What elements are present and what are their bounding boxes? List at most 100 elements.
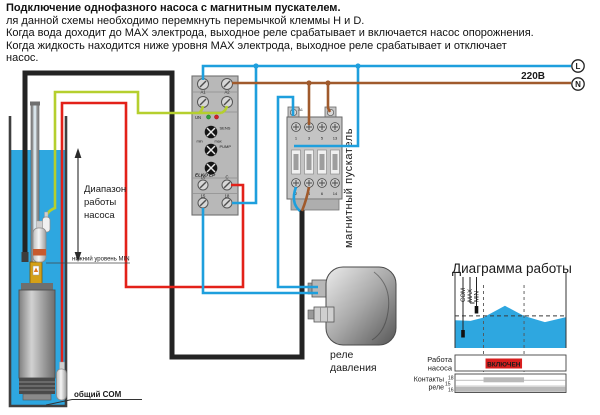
header-text-block: Подключение однофазного насоса с магнитн… xyxy=(6,2,598,65)
work-diagram: Диаграмма работы COM MAX MIN ВКЛЮЧЕН Раб… xyxy=(414,261,572,393)
contactor-name-vertical: магнитный пускатель xyxy=(343,128,355,248)
header-line-3: Когда жидкость находится ниже уровня MAX… xyxy=(6,39,507,52)
svg-text:13: 13 xyxy=(333,136,338,141)
svg-text:1: 1 xyxy=(295,136,298,141)
contactor-foot xyxy=(290,198,340,211)
contactor-bottom-terminal-labels: 2 4 6 14 xyxy=(295,191,338,196)
contact-16-closed-bar xyxy=(455,386,566,392)
electrodes xyxy=(32,211,67,401)
relay-terminal-c-label: C xyxy=(225,175,228,180)
electrode-min-band xyxy=(33,249,46,256)
relay-max-label: max xyxy=(215,140,222,144)
line-terminal-label: L xyxy=(576,62,581,71)
wire-brown-contactor-out xyxy=(300,186,311,212)
wire-com-red xyxy=(60,101,245,367)
diagram-com-label: COM xyxy=(461,288,467,302)
neutral-terminal-label: N xyxy=(575,80,581,89)
wire-brown-to-coil xyxy=(326,83,332,113)
header-line-2: Когда вода доходит до MAX электрода, вых… xyxy=(6,27,534,40)
level-relay: A1 A2 UN SENS min max PUMP ELKO EP xyxy=(191,75,239,216)
line-terminal-circle xyxy=(571,59,585,73)
svg-text:6: 6 xyxy=(321,191,324,196)
relay-green-led xyxy=(206,114,211,120)
pump-top-cap xyxy=(21,283,53,290)
relay-red-led xyxy=(214,114,219,120)
electrode-min xyxy=(32,227,47,263)
com-label-line xyxy=(45,399,142,406)
wire-green-branch-h xyxy=(198,105,205,115)
contact-tick-18: 18 xyxy=(448,376,454,382)
svg-text:14: 14 xyxy=(333,191,338,196)
header-line-4: насос. xyxy=(6,52,39,65)
well-tank-walls xyxy=(8,116,68,408)
relay-led-label: UN xyxy=(195,115,201,120)
pressure-switch-label-2: давления xyxy=(330,362,377,374)
neutral-terminal-circle xyxy=(571,77,585,91)
pump-body xyxy=(18,289,56,379)
relay-sens-label: SENS xyxy=(220,126,231,131)
contact-18-closed-bar xyxy=(483,377,525,383)
wire-green-branch-d xyxy=(220,105,229,115)
electrode-com xyxy=(56,368,67,401)
relay-terminal-18-label: 18 xyxy=(225,193,230,198)
header-line-1: ля данной схемы необходимо перемкнуть пе… xyxy=(6,14,365,27)
pressure-switch-label-1: реле xyxy=(330,349,353,361)
svg-text:5: 5 xyxy=(321,136,324,141)
range-label-2: работы xyxy=(84,197,116,208)
min-level-label: нижний уровень MIN xyxy=(72,256,130,263)
contactor-top-screw-slots xyxy=(293,124,338,130)
relay-brand: ELKO EP xyxy=(195,172,216,177)
pump-assembly xyxy=(18,261,56,401)
wire-blue-to-terminal18 xyxy=(232,66,258,205)
cable-connector xyxy=(21,252,29,262)
water-level-area xyxy=(455,305,566,348)
contactor-windows xyxy=(291,149,340,175)
range-label-3: насоса xyxy=(84,210,115,221)
supply-voltage-label: 220В xyxy=(521,71,545,82)
svg-text:3: 3 xyxy=(308,136,311,141)
contactor-top-terminal-labels: 1 3 5 13 xyxy=(295,136,338,141)
range-label-1: Диапазон xyxy=(84,184,126,195)
relay-screw-slots xyxy=(199,80,231,207)
pump-bottom-cap xyxy=(22,393,52,401)
contactor: A1 1 3 5 13 xyxy=(286,106,355,248)
contactor-coil-a1-label: A1 xyxy=(299,108,303,112)
relay-terminal-15-label: 15 xyxy=(201,193,206,198)
relay-terminal-a1-label: A1 xyxy=(200,90,206,95)
pump-on-badge-label: ВКЛЮЧЕН xyxy=(487,361,521,368)
well-annotations: Диапазон работы насоса нижний уровень MI… xyxy=(45,148,142,406)
riser-pipe-cap xyxy=(30,101,40,106)
pressure-switch-body xyxy=(325,266,397,346)
pump-row-label-1: Работа xyxy=(427,355,453,364)
wire-blue-terminal15-to-pressure xyxy=(201,208,318,295)
pump-row-label-2: насоса xyxy=(428,364,453,373)
relay-row-label-1: Контакты xyxy=(414,377,444,384)
contact-tick-15: 15 xyxy=(445,381,451,387)
supply-terminals: 220В L N xyxy=(521,59,585,91)
svg-text:2: 2 xyxy=(295,191,298,196)
pump-cable-black xyxy=(22,70,305,360)
relay-row-label-2: реле xyxy=(428,385,444,392)
pressure-switch: реле давления xyxy=(307,266,397,374)
work-diagram-title: Диаграмма работы xyxy=(452,261,572,276)
com-label: общий COM xyxy=(74,390,122,399)
riser-pipe-highlight xyxy=(33,104,37,264)
relay-min-label: min xyxy=(197,140,203,144)
relay-terminal-16-label: 16 xyxy=(201,175,206,180)
pump-on-badge xyxy=(485,358,523,369)
svg-text:4: 4 xyxy=(308,191,311,196)
diagram-max-label: MAX xyxy=(468,289,474,302)
wire-blue-contactor-out xyxy=(292,186,301,212)
diagram-min-label: MIN xyxy=(475,291,481,302)
wire-line-blue-top xyxy=(201,64,571,80)
relay-pump-label: PUMP xyxy=(220,144,232,149)
junction-dots xyxy=(253,63,361,86)
contact-tick-16: 16 xyxy=(448,387,454,393)
contactor-bottom-screw-slots xyxy=(293,180,338,186)
wire-blue-coil-to-pressure xyxy=(276,95,318,289)
header-title: Подключение однофазного насоса с магнитн… xyxy=(6,2,341,14)
pressure-switch-nut xyxy=(313,306,335,323)
wire-blue-to-contactor xyxy=(294,66,360,148)
